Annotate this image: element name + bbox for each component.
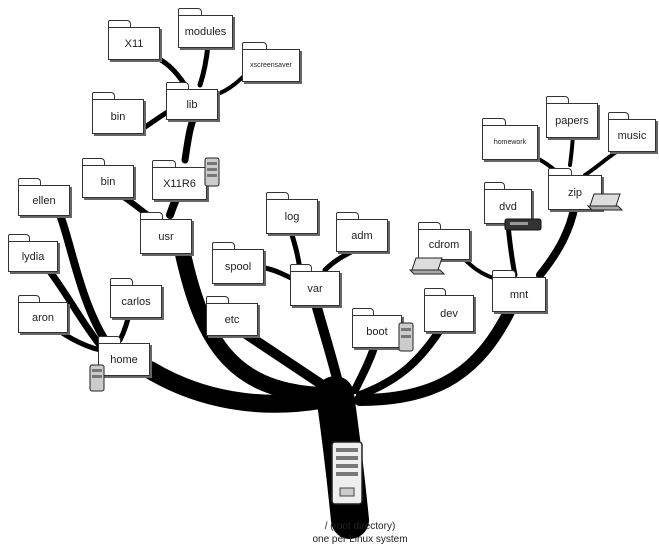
- dvd-drive-icon: [504, 218, 542, 231]
- branch-home-ellen: [56, 211, 109, 344]
- branch-mnt-dvd: [505, 222, 518, 278]
- folder-lib: lib: [166, 82, 218, 120]
- folder-bin-top: bin: [92, 92, 144, 134]
- folder-adm: adm: [336, 212, 388, 252]
- hard-drive-icon: [398, 322, 414, 352]
- folder-papers: papers: [546, 96, 598, 138]
- folder-carlos: carlos: [110, 278, 162, 318]
- folder-aron: aron: [18, 295, 68, 333]
- folder-var: var: [290, 264, 340, 306]
- branch-home-lydia: [41, 261, 104, 349]
- folder-cdrom: cdrom: [418, 222, 470, 260]
- folder-boot: boot: [352, 308, 402, 348]
- folder-x11: X11: [108, 20, 160, 60]
- root-caption-line2: one per Linux system: [312, 534, 408, 545]
- folder-xscreensaver: xscreensaver: [242, 42, 300, 82]
- folder-bin-mid: bin: [82, 158, 134, 198]
- branch-boot: [351, 341, 379, 394]
- branch-home: [141, 361, 329, 413]
- folder-dvd: dvd: [484, 182, 532, 224]
- folder-homework: homework: [482, 118, 538, 160]
- folder-music: music: [608, 112, 656, 152]
- branch-dev: [356, 326, 444, 399]
- hard-drive-icon: [89, 364, 105, 392]
- branch-usr: [172, 232, 328, 403]
- branch-x11r6-lib: [181, 111, 199, 164]
- folder-home: home: [98, 336, 150, 376]
- folder-modules: modules: [178, 8, 233, 48]
- folder-spool: spool: [212, 242, 264, 284]
- folder-log: log: [266, 192, 318, 234]
- branch-etc: [235, 325, 335, 395]
- branch-var: [310, 295, 345, 395]
- folder-x11r6: X11R6: [152, 160, 207, 200]
- computer-tower-icon: [331, 441, 363, 505]
- hard-drive-icon: [204, 157, 220, 187]
- laptop-icon: [586, 193, 624, 211]
- branch-mnt-zip: [536, 201, 579, 279]
- root-caption: / (root directory) one per Linux system: [280, 520, 440, 546]
- folder-ellen: ellen: [18, 178, 70, 216]
- branch-mnt: [354, 304, 516, 406]
- folder-mnt: mnt: [492, 270, 546, 312]
- folder-dev: dev: [424, 288, 474, 332]
- root-caption-line1: / (root directory): [324, 521, 396, 532]
- laptop-icon: [408, 257, 446, 275]
- folder-lydia: lydia: [8, 234, 58, 272]
- branch-lib-modules: [197, 42, 211, 88]
- folder-etc: etc: [206, 296, 258, 336]
- folder-usr: usr: [140, 212, 192, 254]
